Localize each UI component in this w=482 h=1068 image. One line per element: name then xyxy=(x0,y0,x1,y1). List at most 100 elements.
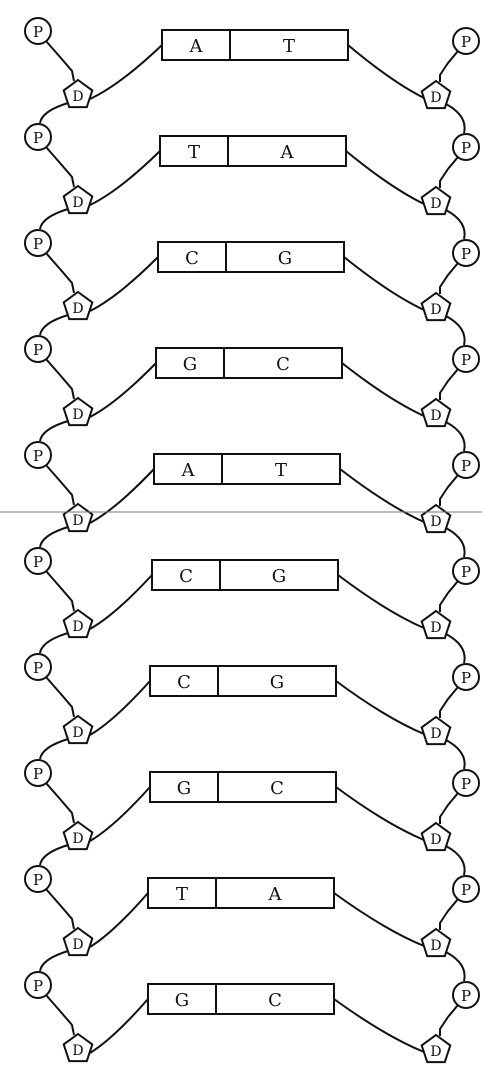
left-sugar-base-bond xyxy=(90,257,158,311)
left-sugar-phosphate-bond xyxy=(40,103,68,123)
left-phosphate-sugar-bond xyxy=(46,253,74,293)
right-phosphate-sugar-bond xyxy=(440,687,458,718)
right-phosphate-label: P xyxy=(461,563,471,581)
left-sugar-base-bond xyxy=(90,575,152,629)
right-sugar-phosphate-bond xyxy=(446,104,465,133)
left-sugar-phosphate-bond xyxy=(40,845,68,865)
right-sugar-base-bond xyxy=(348,45,424,98)
left-sugar-phosphate-bond xyxy=(40,951,68,971)
left-deoxyribose-label: D xyxy=(72,301,83,317)
right-deoxyribose-label: D xyxy=(430,1044,441,1060)
left-phosphate-sugar-bond xyxy=(46,571,74,611)
right-sugar-phosphate-bond xyxy=(446,316,465,345)
left-sugar-phosphate-bond xyxy=(40,421,68,441)
right-phosphate-label: P xyxy=(461,457,471,475)
left-deoxyribose-label: D xyxy=(72,407,83,423)
left-sugar-phosphate-bond xyxy=(40,527,68,547)
right-sugar-phosphate-bond xyxy=(446,210,465,239)
right-sugar-phosphate-bond xyxy=(446,952,465,981)
left-deoxyribose-label: D xyxy=(72,89,83,105)
right-sugar-base-bond xyxy=(338,575,424,628)
right-deoxyribose-label: D xyxy=(430,726,441,742)
left-deoxyribose-label: D xyxy=(72,831,83,847)
left-phosphate-sugar-bond xyxy=(46,359,74,399)
left-phosphate-label: P xyxy=(33,341,43,359)
right-phosphate-label: P xyxy=(461,669,471,687)
right-deoxyribose-label: D xyxy=(430,196,441,212)
right-phosphate-sugar-bond xyxy=(440,157,458,188)
left-phosphate-label: P xyxy=(33,23,43,41)
right-sugar-phosphate-bond xyxy=(446,634,465,663)
base-left-label: A xyxy=(189,36,204,57)
left-sugar-base-bond xyxy=(90,681,150,735)
right-deoxyribose-label: D xyxy=(430,90,441,106)
right-phosphate-sugar-bond xyxy=(440,899,458,930)
right-sugar-phosphate-bond xyxy=(446,740,465,769)
right-phosphate-sugar-bond xyxy=(440,1005,458,1036)
base-left-label: A xyxy=(181,460,196,481)
left-sugar-base-bond xyxy=(90,893,148,947)
left-phosphate-label: P xyxy=(33,871,43,889)
right-phosphate-label: P xyxy=(461,987,471,1005)
right-deoxyribose-label: D xyxy=(430,408,441,424)
left-deoxyribose-label: D xyxy=(72,195,83,211)
right-sugar-base-bond xyxy=(334,893,424,946)
right-deoxyribose-label: D xyxy=(430,302,441,318)
right-sugar-base-bond xyxy=(342,363,424,416)
right-sugar-base-bond xyxy=(346,151,424,204)
left-phosphate-label: P xyxy=(33,977,43,995)
left-phosphate-label: P xyxy=(33,659,43,677)
left-phosphate-label: P xyxy=(33,235,43,253)
left-sugar-phosphate-bond xyxy=(40,633,68,653)
base-left-label: C xyxy=(177,672,191,693)
left-phosphate-label: P xyxy=(33,129,43,147)
left-phosphate-sugar-bond xyxy=(46,995,74,1035)
right-sugar-base-bond xyxy=(334,999,424,1052)
base-right-label: C xyxy=(268,990,282,1011)
left-sugar-base-bond xyxy=(90,787,150,841)
base-right-label: C xyxy=(270,778,284,799)
left-deoxyribose-label: D xyxy=(72,513,83,529)
base-pair-rungs: P P D D A T P P D D T A P P D D C G P P D D G C P P D D A T P P D D C G P P D D… xyxy=(25,18,479,1062)
right-phosphate-sugar-bond xyxy=(440,369,458,400)
left-sugar-base-bond xyxy=(90,151,160,205)
left-phosphate-label: P xyxy=(33,447,43,465)
right-sugar-base-bond xyxy=(340,469,424,522)
left-phosphate-sugar-bond xyxy=(46,677,74,717)
left-deoxyribose-label: D xyxy=(72,619,83,635)
base-right-label: A xyxy=(268,884,283,905)
base-left-label: T xyxy=(176,884,188,905)
base-right-label: G xyxy=(270,672,284,693)
left-phosphate-label: P xyxy=(33,553,43,571)
left-deoxyribose-label: D xyxy=(72,725,83,741)
left-sugar-base-bond xyxy=(90,363,156,417)
base-right-label: A xyxy=(280,142,295,163)
right-deoxyribose-label: D xyxy=(430,938,441,954)
right-phosphate-sugar-bond xyxy=(440,793,458,824)
base-left-label: C xyxy=(185,248,199,269)
base-right-label: T xyxy=(275,460,287,481)
base-right-label: G xyxy=(272,566,286,587)
base-right-label: C xyxy=(276,354,290,375)
right-deoxyribose-label: D xyxy=(430,620,441,636)
left-sugar-base-bond xyxy=(90,45,162,99)
right-sugar-base-bond xyxy=(344,257,424,310)
left-phosphate-label: P xyxy=(33,765,43,783)
right-sugar-phosphate-bond xyxy=(446,846,465,875)
right-phosphate-label: P xyxy=(461,245,471,263)
right-phosphate-sugar-bond xyxy=(440,581,458,612)
right-sugar-phosphate-bond xyxy=(446,422,465,451)
left-deoxyribose-label: D xyxy=(72,937,83,953)
base-right-label: G xyxy=(278,248,292,269)
right-deoxyribose-label: D xyxy=(430,514,441,530)
right-phosphate-label: P xyxy=(461,351,471,369)
right-sugar-base-bond xyxy=(336,681,424,734)
right-sugar-phosphate-bond xyxy=(446,528,465,557)
left-deoxyribose-label: D xyxy=(72,1043,83,1059)
left-sugar-base-bond xyxy=(90,469,154,523)
base-right-label: T xyxy=(283,36,295,57)
left-phosphate-sugar-bond xyxy=(46,147,74,187)
right-deoxyribose-label: D xyxy=(430,832,441,848)
right-phosphate-label: P xyxy=(461,33,471,51)
